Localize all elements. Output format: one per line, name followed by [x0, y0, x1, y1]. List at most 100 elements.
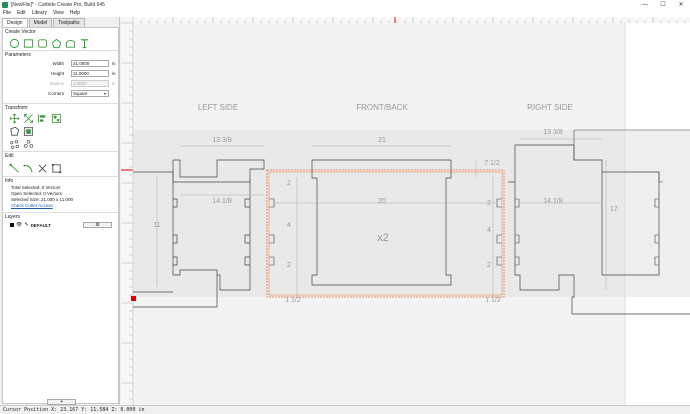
tab-model[interactable]: Model — [28, 18, 53, 27]
dim-front-right-2a: 2 — [487, 200, 491, 207]
boolean-tool[interactable] — [22, 126, 34, 138]
gear-icon: ⚙ — [95, 222, 100, 228]
left-side-back-panel[interactable] — [133, 171, 218, 308]
right-side-tabs[interactable] — [654, 172, 663, 266]
front-back-panel[interactable] — [311, 159, 452, 286]
rectangle-tool[interactable] — [22, 37, 34, 49]
dim-bottom-right: 1 1/2 — [485, 297, 501, 304]
polygon-icon — [51, 38, 61, 48]
section-info: Info — [3, 176, 118, 185]
maximize-button[interactable]: ☐ — [660, 2, 666, 8]
design-canvas[interactable]: LEFT SIDE FRONT/BACK RIGHT SIDE — [121, 17, 690, 405]
scale-tool[interactable] — [22, 113, 34, 125]
boolean-icon — [23, 127, 33, 136]
dim-front-inner: 20 — [378, 198, 386, 205]
rounded-rectangle-tool[interactable] — [36, 37, 48, 49]
menu-view[interactable]: View — [52, 10, 64, 16]
layer-color-swatch[interactable] — [10, 223, 14, 227]
right-side-inner[interactable] — [601, 171, 660, 276]
curve-tool[interactable] — [64, 37, 76, 49]
dimension-lines — [156, 138, 607, 297]
menu-edit[interactable]: Edit — [17, 10, 26, 16]
offset-icon — [9, 126, 19, 136]
width-label: Width — [52, 61, 64, 66]
dim-front-left-2a: 2 — [287, 180, 291, 187]
height-label: Height — [50, 71, 64, 76]
dim-right-height: 17 — [610, 206, 618, 213]
front-quantity: x2 — [377, 232, 389, 244]
canvas-drawing[interactable]: LEFT SIDE FRONT/BACK RIGHT SIDE — [121, 17, 690, 405]
group-tool[interactable] — [50, 113, 62, 125]
front-back-inner-outline[interactable] — [268, 171, 503, 296]
title-bar: [NewFile]* - Carbide Create Pro, Build 6… — [0, 0, 690, 9]
menu-library[interactable]: Library — [31, 10, 47, 16]
node-edit-icon — [8, 163, 19, 173]
selected-size: Selected Size: 21.000 x 11.000 — [11, 197, 73, 202]
check-cutter-access-link[interactable]: Check Cutter Access — [11, 203, 53, 208]
close-button[interactable]: ✕ — [678, 2, 684, 8]
circle-tool[interactable] — [8, 37, 20, 49]
pattern-icon — [23, 139, 33, 148]
right-side-outline[interactable] — [508, 181, 690, 315]
curve-icon — [65, 39, 75, 48]
label-front-back: FRONT/BACK — [356, 103, 408, 112]
layer-settings-button[interactable]: ⚙ — [83, 222, 112, 228]
origin-marker — [131, 296, 136, 301]
front-back-selected-outline[interactable] — [266, 169, 505, 298]
tab-design[interactable]: Design — [2, 18, 28, 27]
dim-front-height: 7 1/2 — [484, 160, 500, 167]
ruler-ticks — [121, 17, 686, 400]
left-side-tabs-left[interactable] — [173, 198, 178, 266]
menu-file[interactable]: File — [3, 10, 12, 16]
layer-name: DEFAULT — [30, 222, 51, 228]
curve-edit-tool[interactable] — [22, 162, 34, 174]
height-unit: in — [112, 71, 116, 76]
open-selected: Open Selected: 0 Vectors — [11, 191, 63, 196]
corners-select[interactable]: Square▾ — [71, 90, 109, 97]
section-create-vector: Create Vector — [5, 29, 36, 35]
right-side-back-panel[interactable] — [573, 129, 690, 160]
corners-label: Corners — [47, 91, 64, 96]
align-tool[interactable] — [36, 113, 48, 125]
right-side-tabs-left[interactable] — [515, 198, 520, 266]
status-bar: Cursor Position X: 23.167 Y: 11.584 Z: 0… — [0, 405, 690, 414]
move-arrows-icon — [9, 113, 19, 124]
left-side-tabs-right[interactable] — [244, 198, 250, 266]
minimize-button[interactable]: — — [642, 1, 648, 8]
left-side-outline[interactable] — [172, 172, 251, 291]
polygon-tool[interactable] — [50, 37, 62, 49]
top-ruler[interactable] — [121, 17, 690, 23]
dim-left-height: 11 — [153, 222, 160, 229]
left-ruler[interactable] — [121, 17, 133, 405]
join-tool[interactable] — [50, 162, 62, 174]
circular-array-icon — [9, 140, 19, 149]
section-layers: Layers — [3, 212, 118, 221]
radius-field[interactable]: 1.0000 — [71, 80, 109, 87]
offset-tool[interactable] — [8, 126, 20, 138]
eye-icon[interactable]: 👁 — [16, 222, 23, 228]
menu-help[interactable]: Help — [69, 10, 81, 16]
node-edit-tool[interactable] — [8, 162, 20, 174]
width-field[interactable]: 21.0000 — [71, 60, 109, 67]
add-layer-button[interactable]: + — [47, 399, 76, 405]
rounded-rectangle-icon — [37, 38, 47, 48]
pattern-tool[interactable] — [22, 139, 34, 151]
trim-tool[interactable] — [36, 162, 48, 174]
layer-row-default[interactable]: 👁 ✎ DEFAULT ⚙ — [3, 221, 118, 229]
app-logo-icon — [2, 1, 8, 8]
section-parameters: Parameters — [3, 50, 118, 59]
join-icon — [51, 163, 61, 173]
label-left-side: LEFT SIDE — [198, 103, 238, 112]
dim-front-right-4: 4 — [487, 227, 491, 234]
dimension-labels: 13 3/8 14 1/8 11 21 20 7 1/2 2 4 2 2 4 2… — [153, 129, 618, 304]
left-side-top-outline[interactable] — [172, 159, 265, 183]
array-tool[interactable] — [8, 139, 20, 151]
lock-icon[interactable]: ✎ — [24, 222, 29, 228]
panel-body: Create Vector Parameters Width — [2, 27, 119, 405]
tab-toolpaths[interactable]: Toolpaths — [53, 18, 85, 27]
move-tool[interactable] — [8, 113, 20, 125]
rectangle-icon — [23, 38, 33, 48]
radius-label: Radius — [49, 81, 64, 86]
height-field[interactable]: 11.0000 — [71, 70, 109, 77]
text-tool[interactable] — [78, 37, 90, 49]
